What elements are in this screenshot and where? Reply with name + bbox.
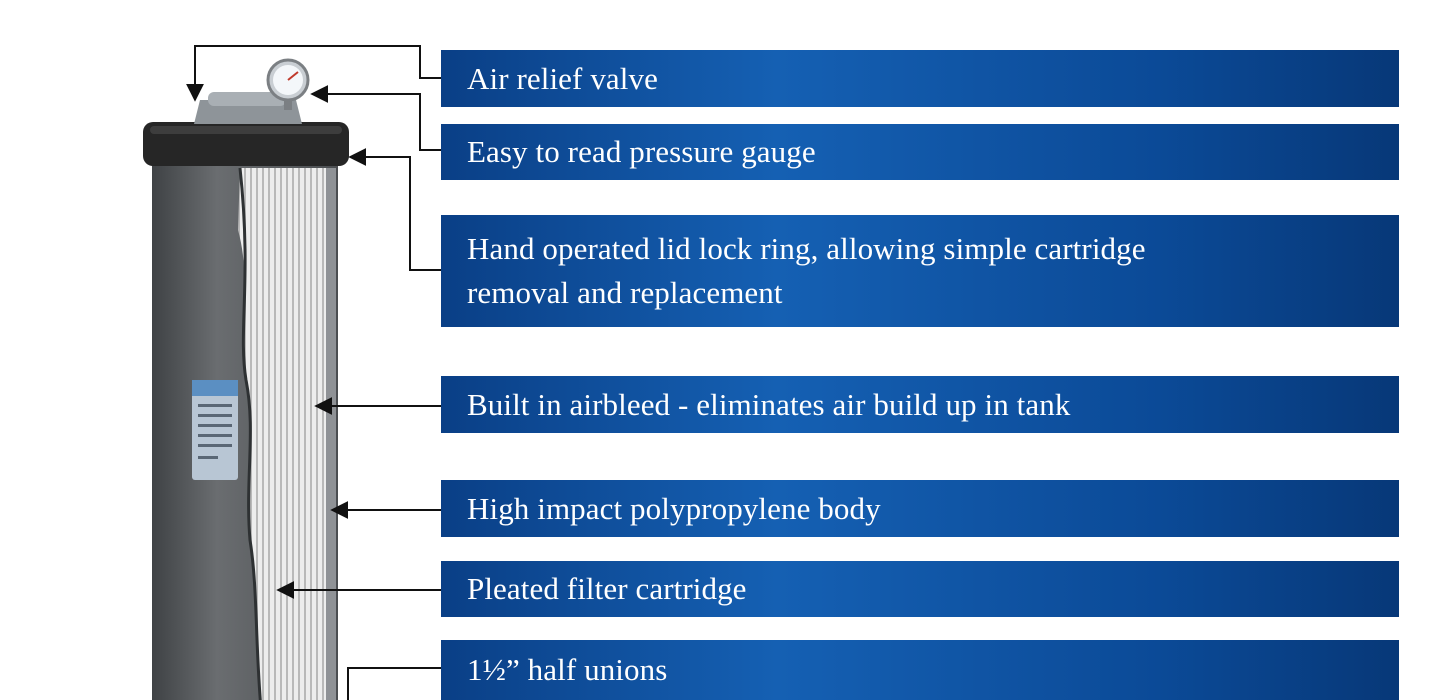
feature-polypropylene-body: High impact polypropylene body — [441, 480, 1399, 537]
leader-pressure-gauge — [310, 85, 441, 151]
feature-airbleed: Built in airbleed - eliminates air build… — [441, 376, 1399, 433]
leader-half-unions — [347, 667, 441, 700]
feature-pressure-gauge: Easy to read pressure gauge — [441, 124, 1399, 180]
lid-handle — [194, 92, 302, 124]
feature-label-line2: removal and replacement — [467, 275, 783, 310]
feature-label-line1: Hand operated lid lock ring, allowing si… — [467, 231, 1146, 266]
feature-label: Easy to read pressure gauge — [467, 134, 816, 169]
feature-label: 1½” half unions — [467, 652, 668, 687]
feature-label: Air relief valve — [467, 60, 658, 96]
filter-housing — [152, 160, 338, 700]
feature-label: High impact polypropylene body — [467, 490, 881, 526]
feature-half-unions: 1½” half unions — [441, 640, 1399, 700]
feature-label: Pleated filter cartridge — [467, 571, 747, 606]
lid-lock-ring — [143, 122, 349, 166]
leader-air-relief-valve — [186, 45, 441, 102]
leader-lid-lock-ring — [348, 148, 441, 271]
feature-air-relief-valve: Air relief valve — [441, 50, 1399, 107]
feature-label: Built in airbleed - eliminates air build… — [467, 386, 1071, 422]
pressure-gauge-icon — [266, 58, 310, 110]
feature-lid-lock-ring: Hand operated lid lock ring, allowing si… — [441, 215, 1399, 327]
product-label-plate — [192, 380, 238, 480]
feature-filter-cartridge: Pleated filter cartridge — [441, 561, 1399, 617]
leader-lines — [186, 45, 441, 700]
